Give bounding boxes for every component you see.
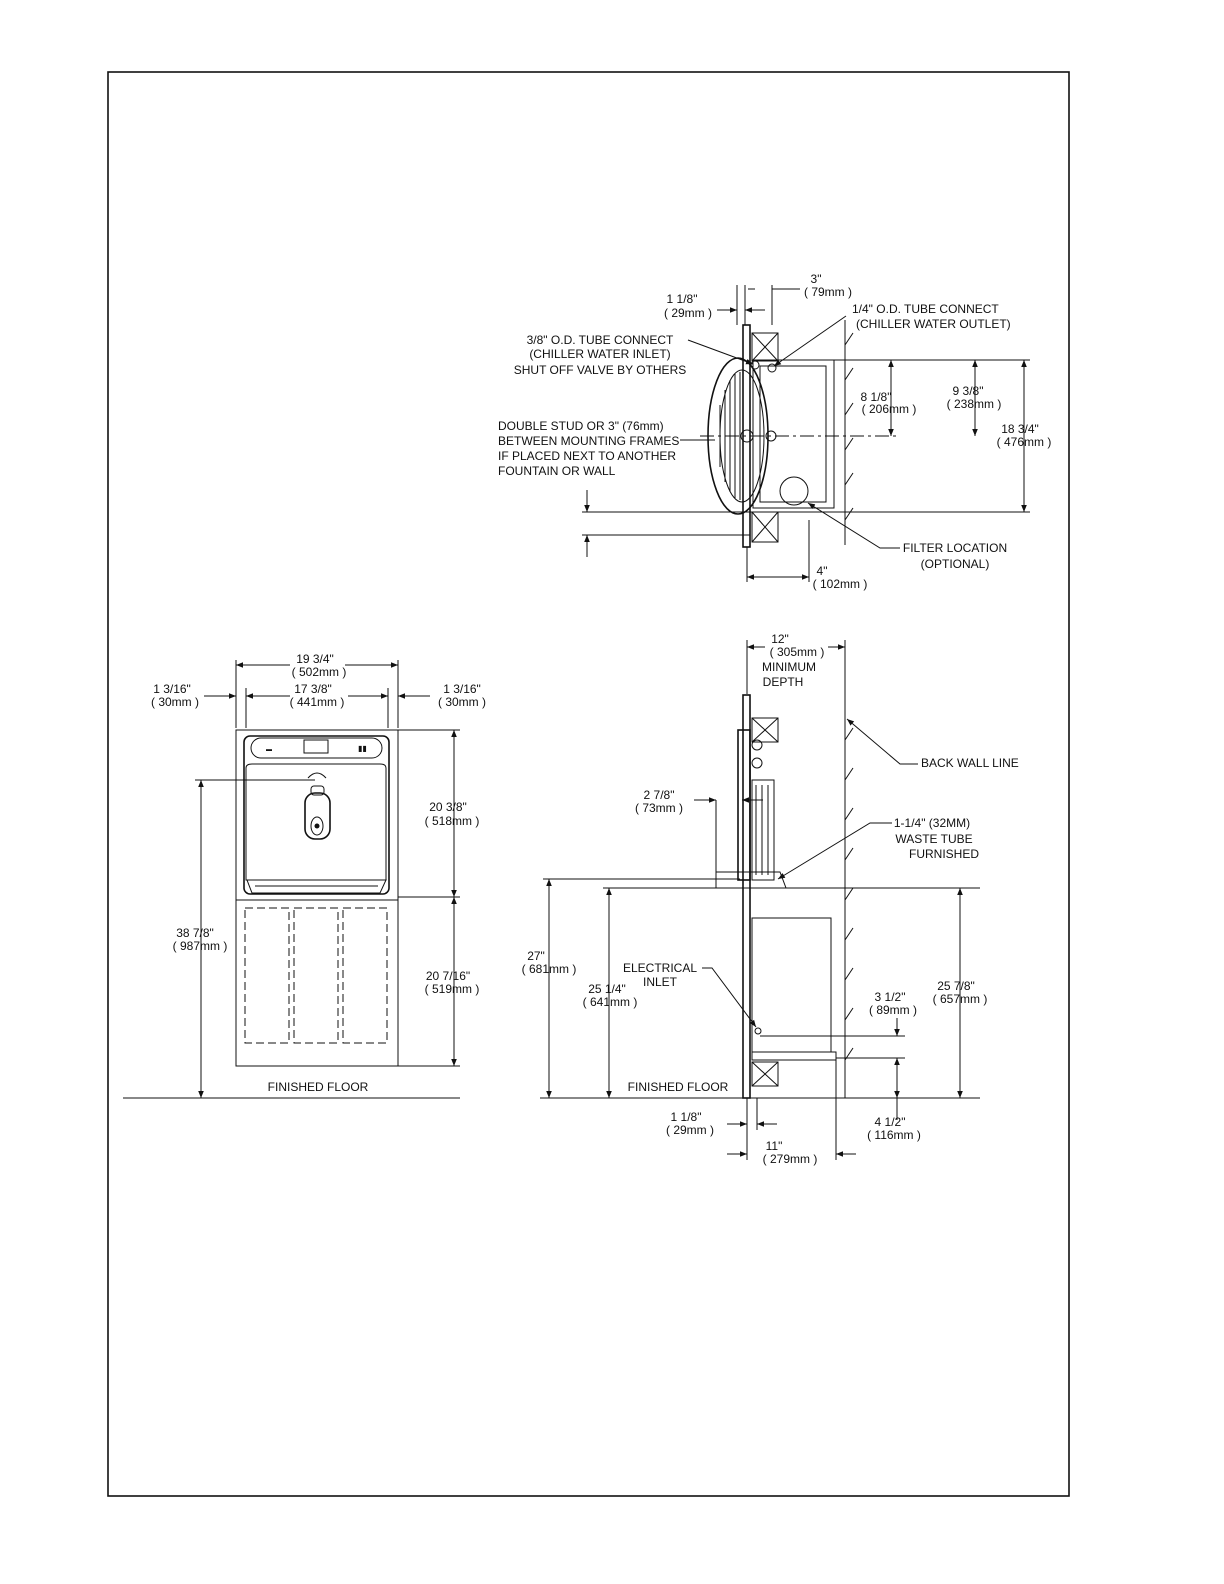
svg-text:▬: ▬ xyxy=(266,747,272,753)
double-stud-label: DOUBLE STUD OR 3" (76mm)BETWEEN MOUNTING… xyxy=(498,419,679,478)
side-dim-2-7-8: 2 7/8"( 73mm ) xyxy=(635,788,683,815)
front-dim-left-1-3-16: 1 3/16"( 30mm ) xyxy=(151,682,199,709)
front-dim-38-7-8: 38 7/8"( 987mm ) xyxy=(173,926,228,953)
top-wall-hatch xyxy=(844,332,854,521)
top-dim-8-1-8: 8 1/8"( 206mm ) xyxy=(861,390,917,416)
front-view: FINISHED FLOOR ▬ ▮▮ 19 xyxy=(123,652,486,1099)
back-wall-label: BACK WALL LINE xyxy=(921,756,1019,770)
svg-text:▮▮: ▮▮ xyxy=(358,744,367,753)
tube-outlet-label: 1/4" O.D. TUBE CONNECT(CHILLER WATER OUT… xyxy=(852,302,1011,331)
top-view: 1 1/8"( 29mm ) 3"( 79mm ) 1/4" O.D. TUBE… xyxy=(498,272,1051,591)
bottle-icon xyxy=(304,785,331,840)
top-dim-3: 3"( 79mm ) xyxy=(804,272,852,299)
top-dim-9-3-8: 9 3/8"( 238mm ) xyxy=(947,384,1002,411)
side-dim-25-1-4: 25 1/4"( 641mm ) xyxy=(583,982,638,1009)
front-dim-17-3-8: 17 3/8"( 441mm ) xyxy=(290,682,345,709)
top-dim-4: 4"( 102mm ) xyxy=(813,564,868,591)
side-dim-25-7-8: 25 7/8"( 657mm ) xyxy=(933,979,988,1006)
tube-inlet-label: 3/8" O.D. TUBE CONNECT(CHILLER WATER INL… xyxy=(514,333,686,377)
side-dim-27: 27"( 681mm ) xyxy=(522,949,577,976)
front-dim-20-3-8: 20 3/8"( 518mm ) xyxy=(425,800,480,828)
top-dim-18-3-4: 18 3/4"( 476mm ) xyxy=(997,422,1052,449)
side-dim-4-1-2: 4 1/2"( 116mm ) xyxy=(867,1115,921,1142)
side-dim-1-1-8: 1 1/8"( 29mm ) xyxy=(666,1110,714,1137)
side-wall-hatch xyxy=(844,727,854,1061)
front-dim-20-7-16: 20 7/16"( 519mm ) xyxy=(425,969,480,996)
sheet-border xyxy=(107,71,1070,1497)
side-grille xyxy=(755,785,769,875)
side-view: FINISHED FLOOR xyxy=(522,632,1019,1166)
side-finished-floor: FINISHED FLOOR xyxy=(628,1080,729,1094)
front-dim-right-1-3-16: 1 3/16"( 30mm ) xyxy=(438,682,486,709)
side-dim-11: 11"( 279mm ) xyxy=(763,1139,818,1166)
top-dim-1-1-8: 1 1/8"( 29mm ) xyxy=(664,292,712,320)
front-dim-19-3-4: 19 3/4"( 502mm ) xyxy=(292,652,347,679)
front-finished-floor: FINISHED FLOOR xyxy=(268,1080,369,1094)
filter-label: FILTER LOCATION(OPTIONAL) xyxy=(903,541,1007,571)
side-dim-3-1-2: 3 1/2"( 89mm ) xyxy=(869,990,917,1017)
